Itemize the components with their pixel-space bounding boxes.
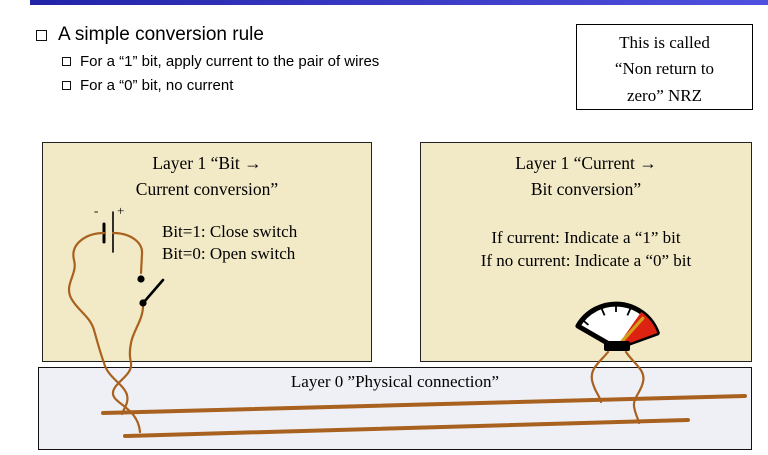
nrz-line: “Non return to: [614, 59, 715, 79]
panel-title: Layer 1 “Current → Bit conversion”: [421, 143, 751, 203]
battery-minus-label: -: [94, 203, 99, 218]
panel-title-line: Current conversion”: [135, 179, 279, 200]
current-detect-text: If current: Indicate a “1” bit If no cur…: [420, 227, 752, 273]
panel-title-line: Layer 1 “Bit →: [152, 153, 262, 173]
slide-header-bar: [30, 0, 768, 5]
bullet-sub-text: For a “0” bit, no current: [80, 77, 234, 94]
layer1-current-to-bit-panel: Layer 1 “Current → Bit conversion”: [420, 142, 752, 362]
panel-title-line: Bit conversion”: [530, 179, 642, 200]
bullet-sub-text: For a “1” bit, apply current to the pair…: [80, 53, 380, 70]
current-detect-line: If no current: Indicate a “0” bit: [480, 250, 692, 270]
layer0-physical-connection-panel: Layer 0 ”Physical connection”: [38, 367, 752, 450]
bullet-item-sub: For a “0” bit, no current: [62, 77, 379, 94]
bullet-main-text: A simple conversion rule: [58, 24, 264, 45]
bullet-list: A simple conversion rule For a “1” bit, …: [36, 24, 379, 94]
bullet-item-sub: For a “1” bit, apply current to the pair…: [62, 53, 379, 70]
switch-rule-line: Bit=0: Open switch: [162, 244, 296, 264]
switch-rule-text: Bit=1: Close switch Bit=0: Open switch: [162, 221, 297, 265]
layer0-title: Layer 0 ”Physical connection”: [290, 372, 500, 391]
battery-plus-label: +: [117, 203, 125, 218]
bullet-square-icon: [36, 29, 47, 41]
bullet-square-icon: [62, 57, 71, 66]
nrz-callout-box: This is called “Non return to zero” NRZ: [576, 24, 753, 110]
nrz-line: This is called: [619, 33, 710, 52]
panel-title-line: Layer 1 “Current →: [515, 153, 657, 173]
panel-title: Layer 1 “Bit → Current conversion”: [43, 143, 371, 203]
current-detect-line: If current: Indicate a “1” bit: [491, 228, 681, 247]
switch-rule-line: Bit=1: Close switch: [162, 222, 298, 241]
bullet-item-main: A simple conversion rule: [36, 24, 379, 46]
nrz-line: zero” NRZ: [626, 85, 703, 105]
bullet-square-icon: [62, 81, 71, 90]
